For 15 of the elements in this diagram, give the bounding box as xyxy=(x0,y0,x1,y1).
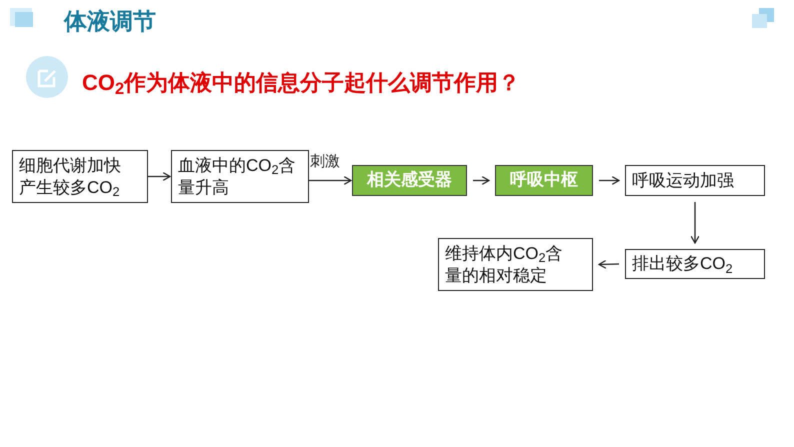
arrow xyxy=(598,260,620,269)
question-heading: CO$_{2}$作为体液中的信息分子起什么调节作用？ xyxy=(82,69,520,99)
process-box: 血液中的CO$_{2}$含量升高 xyxy=(171,150,309,203)
arrow xyxy=(148,172,171,182)
arrow xyxy=(599,176,620,186)
process-box: 细胞代谢加快产生较多CO$_{2}$ xyxy=(12,150,148,203)
process-box: 维持体内CO$_{2}$含量的相对稳定 xyxy=(438,238,593,291)
process-box: 呼吸运动加强 xyxy=(625,165,765,196)
title: 体液调节 xyxy=(64,7,156,36)
highlighted-process-box: 呼吸中枢 xyxy=(495,165,593,196)
arrow xyxy=(309,176,352,186)
process-box: 排出较多CO$_{2}$ xyxy=(625,249,765,279)
arrow xyxy=(473,176,490,186)
highlighted-process-box: 相关感受器 xyxy=(352,165,467,196)
arrow xyxy=(690,202,700,244)
